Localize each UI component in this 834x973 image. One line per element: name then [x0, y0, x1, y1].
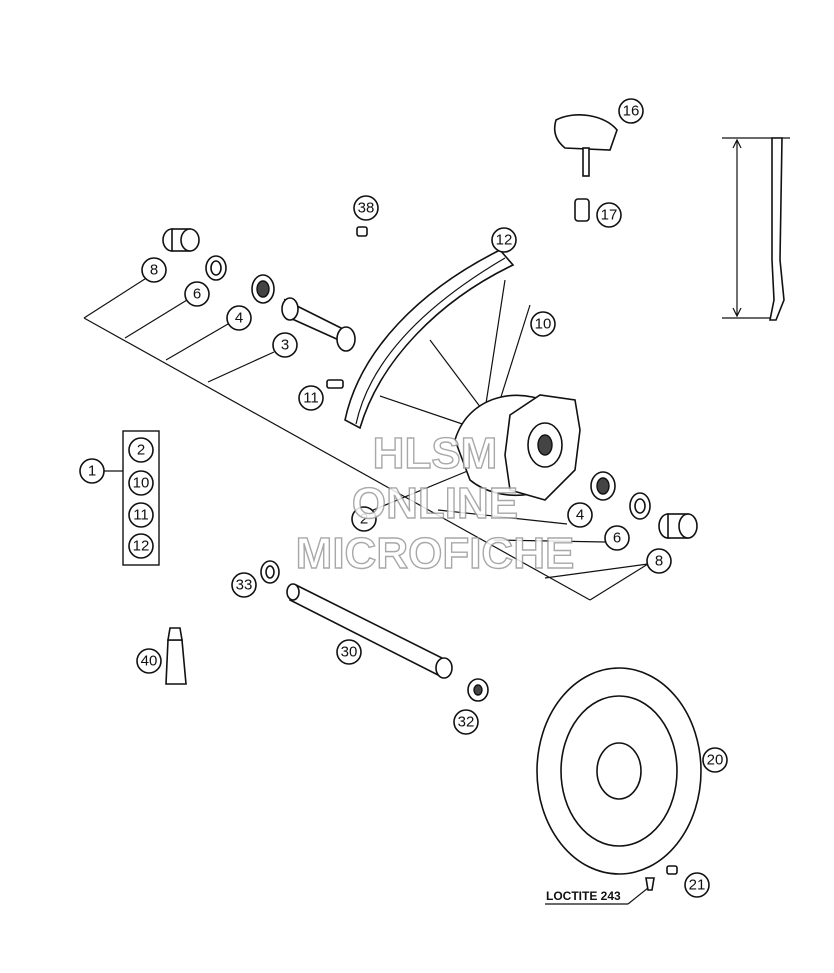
watermark: HLSM ONLINE MICROFICHE [295, 428, 575, 578]
svg-text:32: 32 [458, 714, 475, 731]
loctite-note: LOCTITE 243 [545, 887, 649, 905]
callout-6-upper: 6 [184, 281, 210, 307]
callout-8-upper: 8 [141, 257, 167, 283]
svg-text:17: 17 [601, 207, 618, 224]
brake-disc [536, 667, 702, 875]
svg-text:8: 8 [150, 262, 158, 279]
loctite-label: LOCTITE 243 [546, 889, 621, 903]
callout-17: 17 [596, 202, 622, 228]
kit-item-2: 2 [128, 437, 154, 463]
callout-16: 16 [618, 98, 644, 124]
disc-bolt [645, 865, 678, 891]
callout-10: 10 [530, 311, 556, 337]
svg-text:4: 4 [235, 310, 243, 327]
svg-text:12: 12 [133, 538, 150, 555]
rim-lock-nut [574, 198, 590, 222]
wheel-bearing-lower [590, 471, 616, 501]
spacer-sleeve-upper [162, 228, 200, 252]
callout-4-lower: 4 [567, 502, 593, 528]
wheel-bearing-upper [251, 274, 275, 304]
kit-item-12: 12 [128, 533, 154, 559]
svg-text:20: 20 [707, 752, 724, 769]
watermark-line-2: ONLINE [352, 479, 518, 528]
svg-text:4: 4 [576, 507, 584, 524]
callout-6-lower: 6 [604, 525, 630, 551]
left-leader-lines [83, 276, 649, 601]
shaft-seal-upper [205, 255, 227, 281]
svg-text:38: 38 [358, 200, 375, 217]
wheel-hub [454, 394, 581, 501]
axle-seal [260, 560, 280, 584]
spoke-nipple [326, 379, 344, 389]
svg-text:21: 21 [689, 877, 706, 894]
svg-text:10: 10 [535, 316, 552, 333]
svg-text:10: 10 [133, 475, 150, 492]
callout-40: 40 [136, 648, 162, 674]
watermark-line-3: MICROFICHE [296, 529, 575, 578]
callout-2: 2 [351, 506, 377, 532]
svg-text:30: 30 [341, 644, 358, 661]
svg-text:11: 11 [303, 390, 319, 407]
rim-lock [553, 114, 618, 177]
callout-3: 3 [272, 332, 298, 358]
svg-text:11: 11 [133, 507, 149, 524]
svg-text:33: 33 [236, 577, 253, 594]
kit-item-10: 10 [128, 470, 154, 496]
callout-12: 12 [491, 227, 517, 253]
svg-text:1: 1 [88, 463, 96, 480]
callout-33: 33 [231, 572, 257, 598]
svg-text:8: 8 [655, 553, 663, 570]
svg-text:3: 3 [281, 337, 289, 354]
valve-cap [356, 226, 368, 237]
svg-text:40: 40 [141, 653, 158, 670]
svg-text:16: 16 [623, 103, 640, 120]
callout-20: 20 [702, 747, 728, 773]
svg-text:12: 12 [496, 232, 513, 249]
callout-32: 32 [453, 709, 479, 735]
shaft-seal-lower [629, 492, 651, 520]
watermark-line-1: HLSM [373, 429, 498, 478]
spacer-sleeve-lower [658, 513, 698, 539]
valve-adapter [165, 627, 187, 685]
wheel-axle [286, 583, 453, 679]
kit-item-11: 11 [128, 502, 154, 528]
callout-11: 11 [298, 385, 324, 411]
callout-21: 21 [684, 872, 710, 898]
callout-1: 1 [79, 458, 105, 484]
callout-4-upper: 4 [226, 305, 252, 331]
svg-text:2: 2 [137, 442, 145, 459]
spacer-tube [281, 297, 356, 352]
svg-text:6: 6 [193, 286, 201, 303]
svg-text:6: 6 [613, 530, 621, 547]
callout-30: 30 [336, 639, 362, 665]
callout-8-lower: 8 [646, 548, 672, 574]
axle-nut [467, 678, 489, 702]
wheel-rim [344, 249, 515, 430]
svg-text:2: 2 [360, 511, 368, 528]
spoke-length-gauge [722, 137, 790, 321]
callout-38: 38 [353, 195, 379, 221]
